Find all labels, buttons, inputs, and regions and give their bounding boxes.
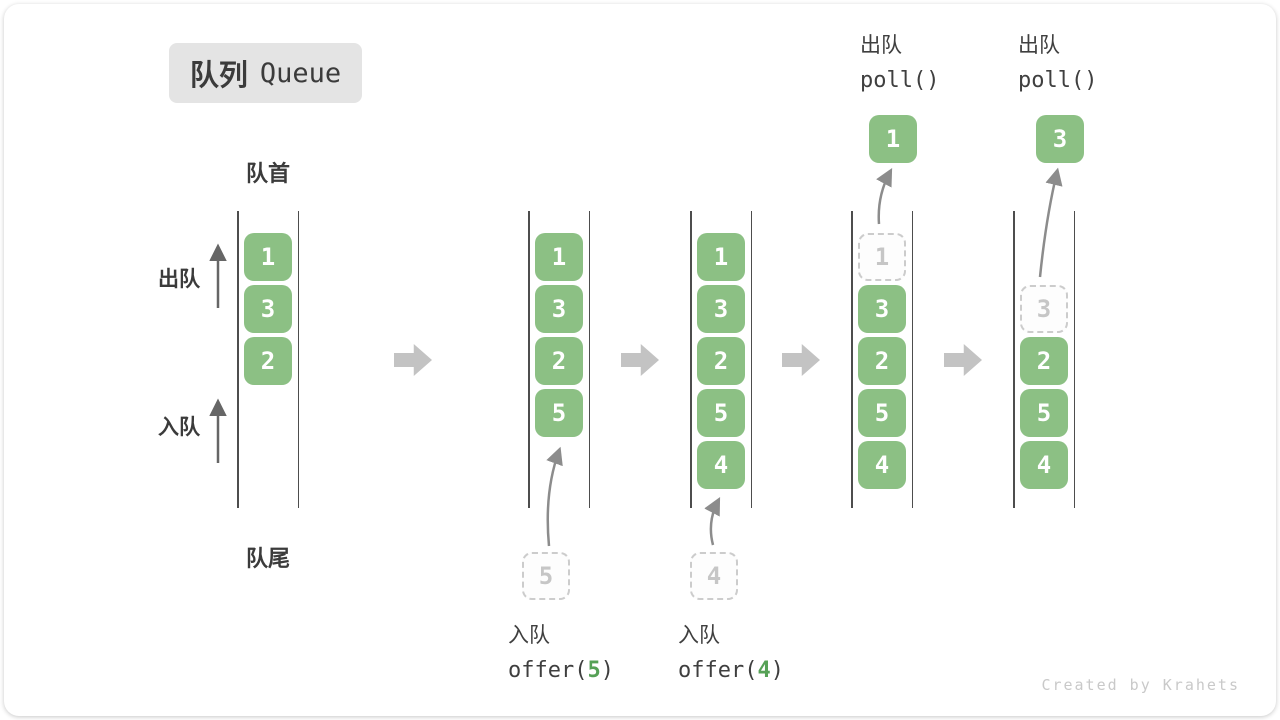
- dequeue-label: 出队: [158, 268, 200, 291]
- queue-cell: 2: [535, 337, 583, 385]
- queue-cell: 3: [858, 285, 906, 333]
- queue-cell: 5: [697, 389, 745, 437]
- queue-cell: 5: [858, 389, 906, 437]
- queue-cell: 2: [858, 337, 906, 385]
- queue-wall-right: [750, 211, 752, 508]
- queue-cell: 4: [697, 441, 745, 489]
- pending-enqueue-cell: 5: [522, 552, 570, 600]
- queue-wall-right: [1073, 211, 1075, 508]
- dequeue-op-code: poll(): [1018, 68, 1098, 93]
- dequeued-cell: 1: [869, 115, 917, 163]
- queue-state-3: 1 3 2 5 4: [690, 211, 752, 508]
- queue-wall-left: [237, 211, 239, 508]
- enqueue-op-code: offer(5): [508, 658, 614, 683]
- queue-state-2: 1 3 2 5: [528, 211, 590, 508]
- queue-wall-right: [588, 211, 590, 508]
- queue-cell: 2: [697, 337, 745, 385]
- queue-cell: 1: [244, 233, 292, 281]
- watermark: Created by Krahets: [1041, 676, 1240, 694]
- queue-wall-left: [1013, 211, 1015, 508]
- queue-state-1: 1 3 2: [237, 211, 299, 508]
- queue-cell-removed: 1: [858, 233, 906, 281]
- queue-cell: 3: [535, 285, 583, 333]
- queue-cell: 1: [535, 233, 583, 281]
- queue-state-5: 3 2 5 4: [1013, 211, 1075, 508]
- dequeue-op-label: 出队: [1018, 34, 1060, 57]
- queue-cell: 5: [1020, 389, 1068, 437]
- title-badge: 队列 Queue: [169, 43, 362, 103]
- queue-cell: 2: [244, 337, 292, 385]
- dequeue-op-code: poll(): [860, 68, 940, 93]
- pending-enqueue-cell: 4: [690, 552, 738, 600]
- dequeue-op-2: 出队 poll(): [1018, 28, 1097, 98]
- dequeue-op-1: 出队 poll(): [860, 28, 939, 98]
- title-zh: 队列: [189, 60, 248, 92]
- queue-wall-right: [297, 211, 299, 508]
- queue-wall-left: [690, 211, 692, 508]
- enqueue-op-1: 入队 offer(5): [508, 618, 614, 688]
- queue-wall-right: [911, 211, 913, 508]
- queue-wall-left: [528, 211, 530, 508]
- queue-cell: 3: [244, 285, 292, 333]
- enqueue-op-label: 入队: [678, 624, 720, 647]
- queue-cell: 4: [1020, 441, 1068, 489]
- queue-rear-label: 队尾: [245, 546, 290, 571]
- enqueue-label: 入队: [158, 416, 200, 439]
- queue-front-label: 队首: [245, 161, 290, 186]
- queue-cell-removed: 3: [1020, 285, 1068, 333]
- queue-cell: 4: [858, 441, 906, 489]
- enqueue-op-label: 入队: [508, 624, 550, 647]
- dequeue-op-label: 出队: [860, 34, 902, 57]
- enqueue-op-code: offer(4): [678, 658, 784, 683]
- queue-cell: 3: [697, 285, 745, 333]
- queue-state-4: 1 3 2 5 4: [851, 211, 913, 508]
- title-en: Queue: [259, 57, 342, 89]
- queue-cell: 1: [697, 233, 745, 281]
- dequeued-cell: 3: [1036, 115, 1084, 163]
- queue-cell: 5: [535, 389, 583, 437]
- queue-cell: 2: [1020, 337, 1068, 385]
- enqueue-op-2: 入队 offer(4): [678, 618, 784, 688]
- queue-wall-left: [851, 211, 853, 508]
